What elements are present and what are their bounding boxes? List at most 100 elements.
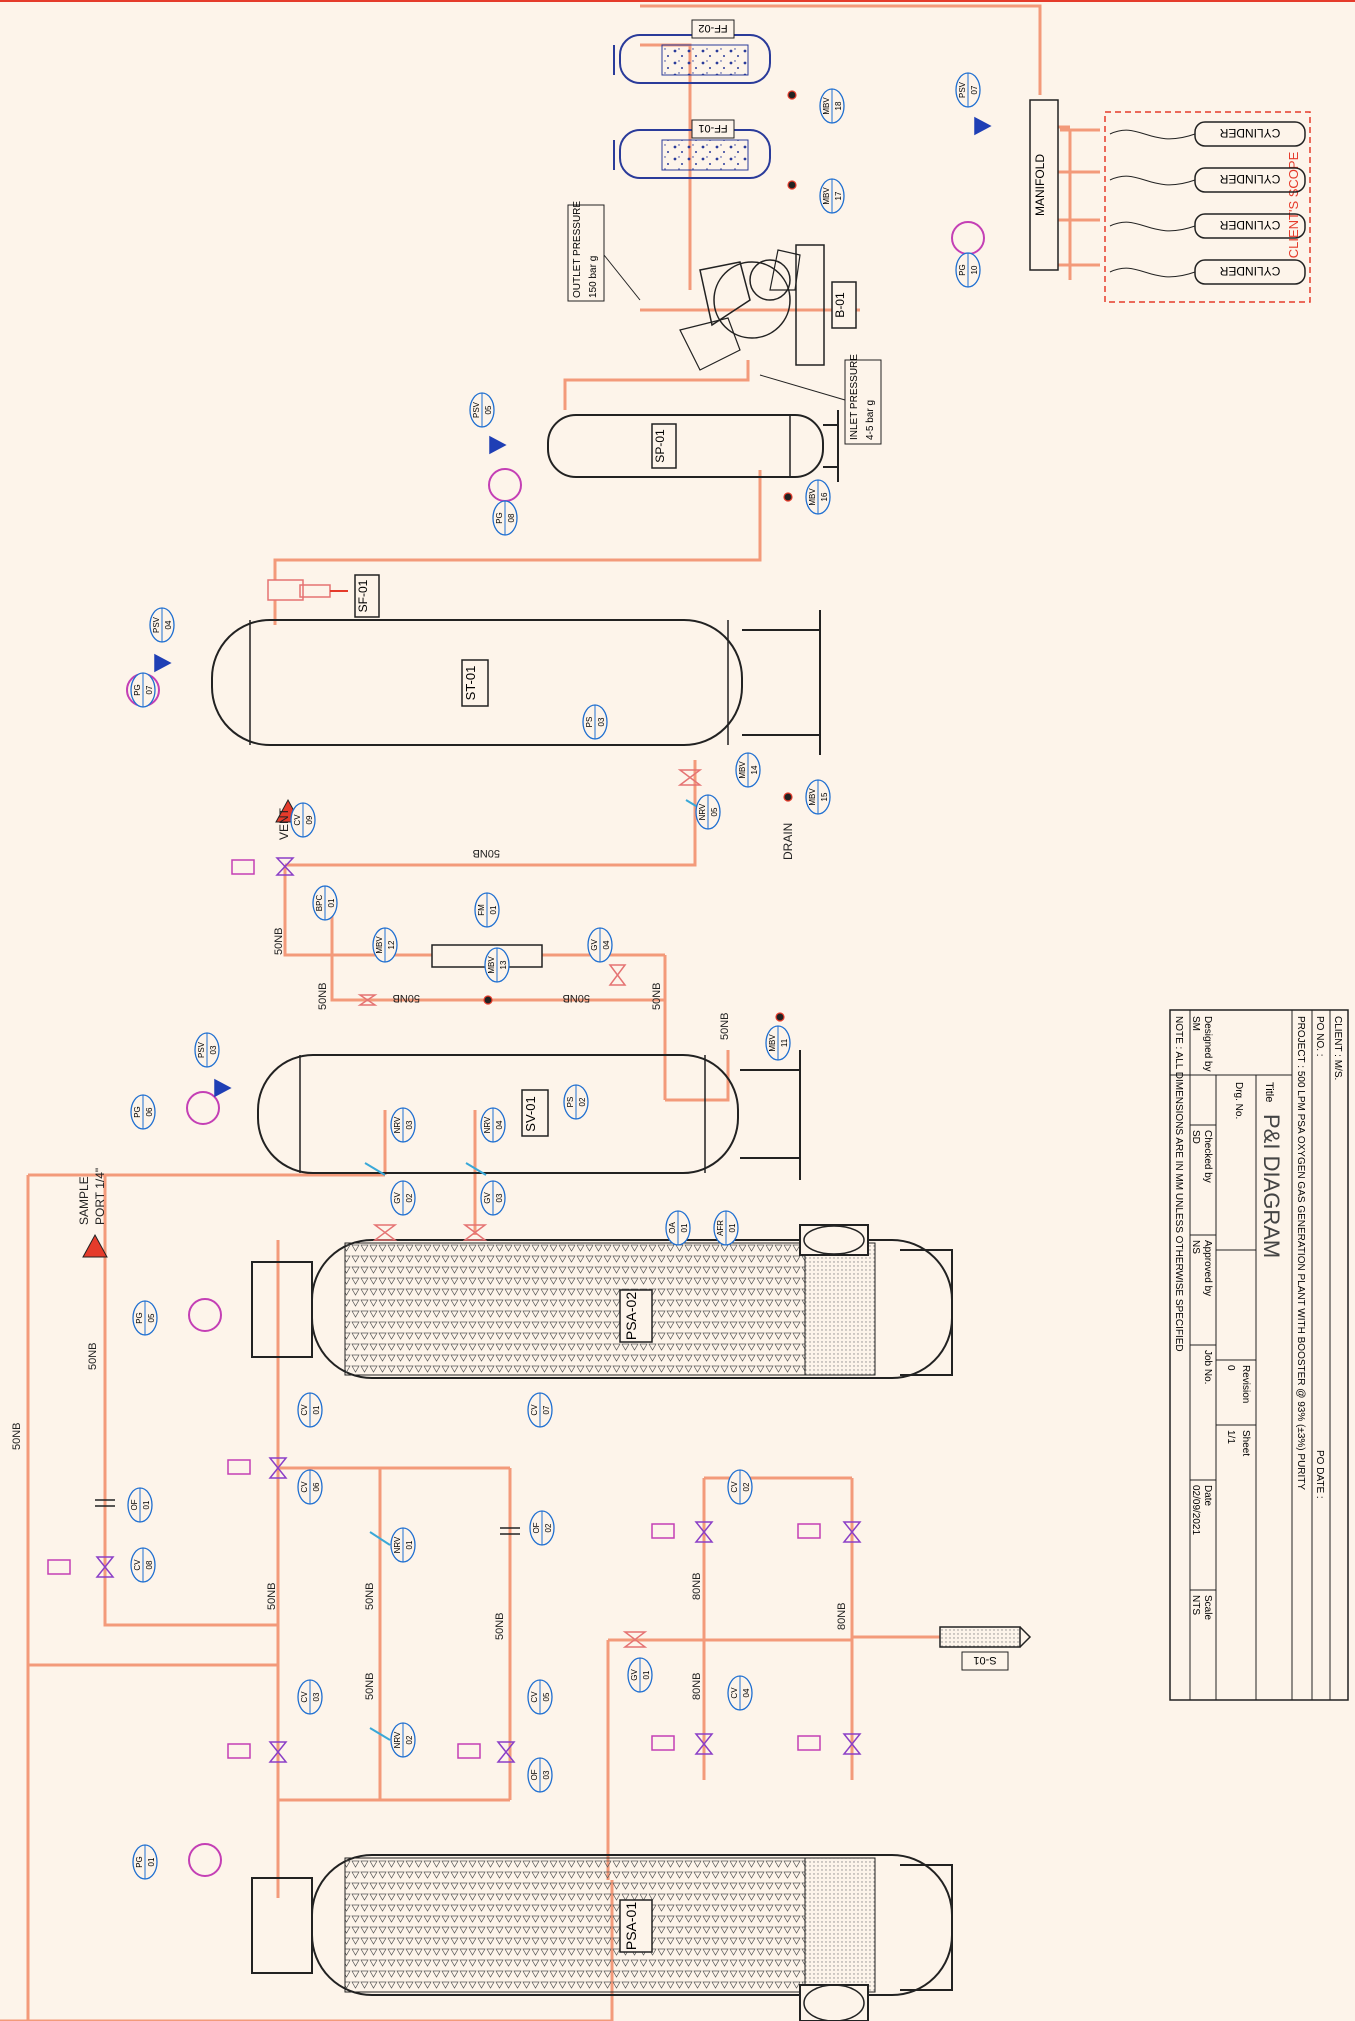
- title-block: CLIENT : M/S. PO NO. : PO DATE : PROJECT…: [1169, 1009, 1349, 1701]
- booster-b01: B-01: [679, 244, 857, 371]
- line-label-50nb-i: 50NB: [651, 982, 663, 1010]
- tag-type: PG: [135, 1312, 144, 1324]
- ff02-filter: FF-02: [613, 19, 771, 84]
- tag-type: PG: [135, 1856, 144, 1868]
- tag-type: CV: [530, 1691, 539, 1703]
- tag-type: MBV: [738, 761, 747, 779]
- sample-port-line1: SAMPLE: [77, 1176, 91, 1225]
- tag-number: 13: [499, 960, 508, 969]
- b01-label: B-01: [833, 292, 847, 318]
- tb-client: CLIENT : M/S.: [1332, 1016, 1343, 1080]
- tag-type: MBV: [808, 488, 817, 506]
- line-label-50nb-e: 50NB: [364, 1672, 376, 1700]
- cv-valves: [47, 857, 862, 1763]
- orifices: [95, 1499, 520, 1535]
- sample-port-line2: PORT 1/4": [93, 1168, 107, 1225]
- cylinder-3-label: CYLINDER: [1219, 218, 1280, 232]
- tag-number: 03: [495, 1193, 504, 1202]
- tb-job-label: Job No.: [1202, 1350, 1213, 1384]
- tag-type: MBV: [375, 936, 384, 954]
- tag-type: CV: [300, 1481, 309, 1493]
- drain-label: DRAIN: [781, 823, 795, 860]
- misc-labels: VENT DRAIN SAMPLE PORT 1/4": [77, 807, 795, 1225]
- tag-number: 01: [680, 1223, 689, 1232]
- tag-type: PSV: [472, 401, 481, 418]
- tag-number: 16: [820, 492, 829, 501]
- line-label-50nb-b: 50NB: [87, 1342, 99, 1370]
- tag-number: 10: [970, 265, 979, 274]
- psa02-label: PSA-02: [623, 1292, 639, 1340]
- tag-number: 07: [145, 685, 154, 694]
- outlet-pressure-line1: OUTLET PRESSURE: [572, 201, 583, 298]
- tag-type: GV: [483, 1192, 492, 1204]
- tag-number: 09: [305, 815, 314, 824]
- clients-scope-label: CLIENT'S SCOPE: [1286, 151, 1301, 258]
- mbv-valves: [483, 90, 797, 1022]
- tb-checked-label: Checked by: [1202, 1130, 1213, 1183]
- tb-project: PROJECT : 500 LPM PSA OXYGEN GAS GENERAT…: [1295, 1016, 1306, 1490]
- tag-number: 14: [750, 765, 759, 774]
- tag-number: 04: [602, 940, 611, 949]
- tb-scale: NTS: [1190, 1595, 1201, 1615]
- tag-type: PS: [585, 717, 594, 728]
- tag-type: PS: [566, 1097, 575, 1108]
- line-label-50nb-f: 50NB: [494, 1612, 506, 1640]
- cylinder-hoses: [1109, 129, 1196, 278]
- tag-type: CV: [133, 1559, 142, 1571]
- tb-approved: NS: [1190, 1240, 1201, 1254]
- tag-number: 01: [728, 1223, 737, 1232]
- valve-symbols: [47, 90, 992, 1877]
- tag-number: 03: [405, 1120, 414, 1129]
- tb-approved-label: Approved by: [1202, 1240, 1213, 1296]
- tag-type: CV: [300, 1404, 309, 1416]
- silencer-s01: S-01: [939, 1626, 1032, 1671]
- piping-lines: [0, 4, 1072, 2021]
- tag-type: CV: [530, 1404, 539, 1416]
- tag-number: 03: [312, 1692, 321, 1701]
- tag-number: 03: [597, 717, 606, 726]
- tag-number: 01: [142, 1500, 151, 1509]
- tag-type: MBV: [487, 956, 496, 974]
- tb-date-label: Date: [1202, 1485, 1213, 1507]
- tag-type: OF: [530, 1769, 539, 1780]
- outlet-pressure-note: OUTLET PRESSURE 150 bar g: [567, 201, 641, 302]
- inlet-pressure-line1: INLET PRESSURE: [849, 354, 860, 440]
- tb-designed: SM: [1190, 1016, 1201, 1031]
- line-label-50nb-j: 50NB: [719, 1012, 731, 1040]
- line-label-50nb-g: 50NB: [273, 927, 285, 955]
- tag-type: GV: [393, 1192, 402, 1204]
- cylinder-2-label: CYLINDER: [1219, 172, 1280, 186]
- tag-number: 04: [742, 1688, 751, 1697]
- tag-number: 08: [507, 513, 516, 522]
- piping-lines-2: [1068, 128, 1100, 280]
- line-label-80nb-c: 80NB: [836, 1602, 848, 1630]
- tb-checked: SD: [1190, 1130, 1201, 1144]
- cylinder-1-label: CYLINDER: [1219, 126, 1280, 140]
- tag-type: NRV: [393, 1536, 402, 1553]
- tb-note: NOTE : ALL DIMENSIONS ARE IN MM UNLESS O…: [1173, 1016, 1184, 1352]
- tag-number: 12: [387, 940, 396, 949]
- line-label-50nb-k: 50NB: [392, 992, 420, 1004]
- manifold-label: MANIFOLD: [1033, 154, 1047, 216]
- tag-number: 08: [145, 1560, 154, 1569]
- tag-number: 01: [327, 898, 336, 907]
- tag-number: 04: [495, 1120, 504, 1129]
